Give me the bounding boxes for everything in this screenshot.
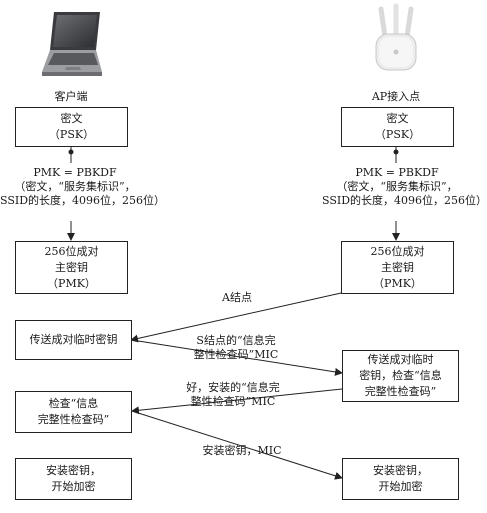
- left-check-line-1: 检查“信息: [48, 397, 99, 410]
- right-formula-line-2: （密文，“服务集标识”，: [336, 180, 458, 193]
- left-install-line-1: 安装密钥，: [46, 464, 101, 477]
- right-psk-line-2: （PSK）: [374, 128, 421, 141]
- left-pmk-line-1: 256位成对: [44, 244, 99, 258]
- left-pmk-formula: PMK = PBKDF （密文，“服务集标识”， SSID的长度，4096位，2…: [0, 166, 166, 208]
- laptop-icon: [42, 12, 102, 76]
- s-nonce-label: S结点的“信息完 整性检查码”MIC: [178, 334, 294, 362]
- a-nonce-label: A结点: [222, 291, 252, 304]
- install-key-label: 安装密钥，MIC: [202, 444, 282, 457]
- right-ptk-line-1: 传送成对临时: [367, 353, 434, 366]
- s-nonce-line-1: S结点的“信息完: [196, 334, 276, 347]
- install-ack-label: 好，安装的“信息完 整性检查码”MIC: [171, 381, 295, 409]
- right-install-box: 安装密钥， 开始加密: [342, 458, 459, 500]
- a-nonce-arrow: [130, 290, 351, 343]
- right-formula-line-3: SSID的长度，4096位，256位）: [322, 194, 487, 207]
- left-check-box: 检查“信息 完整性检查码”: [15, 391, 132, 433]
- s-nonce-arrow: [131, 339, 343, 376]
- access-point-label: AP接入点: [371, 90, 421, 103]
- right-pmk-line-3: （PMK）: [373, 276, 422, 290]
- right-pmk-formula: PMK = PBKDF （密文，“服务集标识”， SSID的长度，4096位，2…: [322, 166, 487, 208]
- install-ack-line-2: 整性检查码”MIC: [190, 395, 276, 408]
- left-ptk-line-1: 传送成对临时密钥: [29, 333, 118, 346]
- client-label: 客户端: [54, 90, 88, 103]
- install-ack-arrow: [131, 388, 343, 415]
- right-ptk-line-2: 密钥，检查“信息: [359, 369, 442, 382]
- left-formula-line-3: SSID的长度，4096位，256位）: [0, 194, 166, 207]
- s-nonce-line-2: 整性检查码”MIC: [193, 348, 279, 361]
- left-ptk-box: 传送成对临时密钥: [15, 320, 132, 360]
- right-ptk-box: 传送成对临时 密钥，检查“信息 完整性检查码”: [342, 350, 459, 402]
- right-psk-line-1: 密文: [386, 112, 409, 125]
- right-pmk-line-1: 256位成对: [370, 244, 425, 258]
- left-install-line-2: 开始加密: [51, 480, 96, 493]
- left-pmk-line-3: （PMK）: [47, 276, 96, 290]
- install-ack-line-1: 好，安装的“信息完: [186, 381, 280, 394]
- left-formula-line-2: （密文，“服务集标识”，: [14, 180, 136, 193]
- right-formula-dot: [393, 149, 399, 155]
- left-check-line-2: 完整性检查码”: [37, 413, 110, 426]
- left-psk-box: 密文 （PSK）: [15, 107, 128, 147]
- right-pmk-box: 256位成对 主密钥 （PMK）: [341, 241, 454, 294]
- right-install-line-2: 开始加密: [378, 480, 423, 493]
- left-pmk-line-2: 主密钥: [55, 260, 88, 274]
- left-pmk-box: 256位成对 主密钥 （PMK）: [15, 241, 128, 294]
- left-formula-line-1: PMK = PBKDF: [33, 166, 117, 179]
- left-psk-line-1: 密文: [60, 112, 83, 125]
- left-psk-line-2: （PSK）: [48, 128, 95, 141]
- right-formula-line-1: PMK = PBKDF: [355, 166, 439, 179]
- right-install-line-1: 安装密钥，: [373, 464, 428, 477]
- right-pmk-line-2: 主密钥: [381, 260, 414, 274]
- left-install-box: 安装密钥， 开始加密: [15, 458, 132, 500]
- access-point-icon: [375, 3, 417, 71]
- right-ptk-line-3: 完整性检查码”: [364, 385, 437, 398]
- left-formula-dot: [68, 149, 74, 155]
- right-psk-box: 密文 （PSK）: [341, 107, 454, 147]
- install-key-arrow: [131, 410, 343, 480]
